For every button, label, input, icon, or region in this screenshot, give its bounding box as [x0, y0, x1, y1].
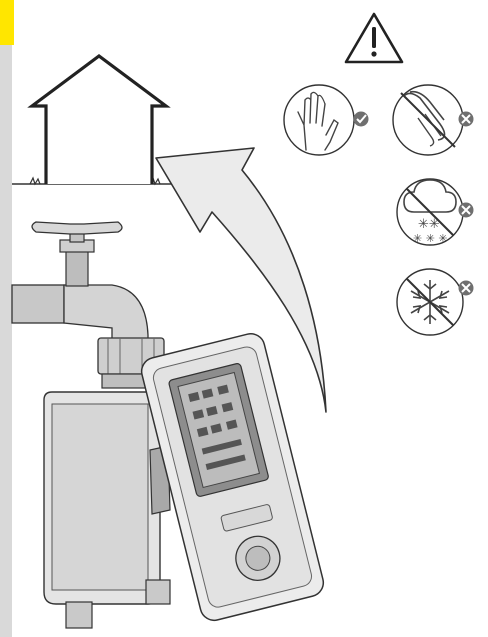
faucet-icon	[12, 222, 148, 342]
not-allowed-x-icon	[459, 203, 474, 218]
house-icon	[32, 56, 166, 184]
allowed-check-icon	[354, 112, 369, 127]
warning-icon	[346, 14, 402, 62]
not-allowed-x-icon	[459, 112, 474, 127]
control-unit	[139, 331, 327, 623]
not-allowed-x-icon	[459, 281, 474, 296]
hand-tighten-icon	[284, 85, 354, 155]
svg-text:✳ ✳ ✳: ✳ ✳ ✳	[413, 232, 448, 245]
frost-icon	[397, 269, 463, 335]
pliers-icon	[393, 85, 463, 155]
snow-cloud-icon: ✳✳ ✳ ✳ ✳	[397, 179, 463, 245]
water-timer-device	[44, 392, 170, 628]
